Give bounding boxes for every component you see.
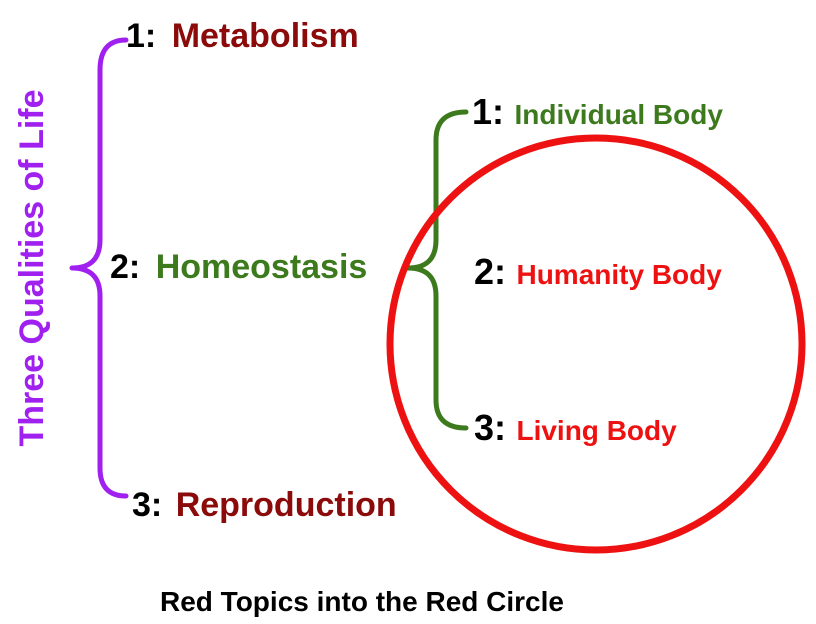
quality-label: Metabolism (171, 17, 359, 55)
qualities-brace (69, 37, 129, 499)
body-number: 2: (474, 251, 507, 292)
quality-number: 1: (126, 17, 157, 55)
body-number: 1: (472, 91, 505, 132)
body-label: Living Body (516, 415, 677, 446)
body-number: 3: (474, 407, 507, 448)
body-item-individual: 1: Individual Body (472, 94, 723, 130)
caption: Red Topics into the Red Circle (160, 586, 564, 617)
body-item-living: 3: Living Body (474, 410, 677, 446)
body-item-humanity: 2: Humanity Body (474, 254, 722, 290)
bodies-brace (405, 109, 469, 431)
body-label: Humanity Body (516, 259, 722, 290)
quality-item-metabolism: 1: Metabolism (126, 19, 359, 53)
quality-item-homeostasis: 2: Homeostasis (110, 250, 367, 284)
quality-number: 2: (110, 248, 141, 286)
quality-item-reproduction: 3: Reproduction (132, 488, 397, 522)
quality-label: Reproduction (175, 486, 397, 524)
red-circle (386, 134, 806, 554)
body-label: Individual Body (514, 99, 723, 130)
quality-number: 3: (132, 486, 163, 524)
quality-label: Homeostasis (155, 248, 368, 286)
vertical-title: Three Qualities of Life (13, 89, 51, 447)
